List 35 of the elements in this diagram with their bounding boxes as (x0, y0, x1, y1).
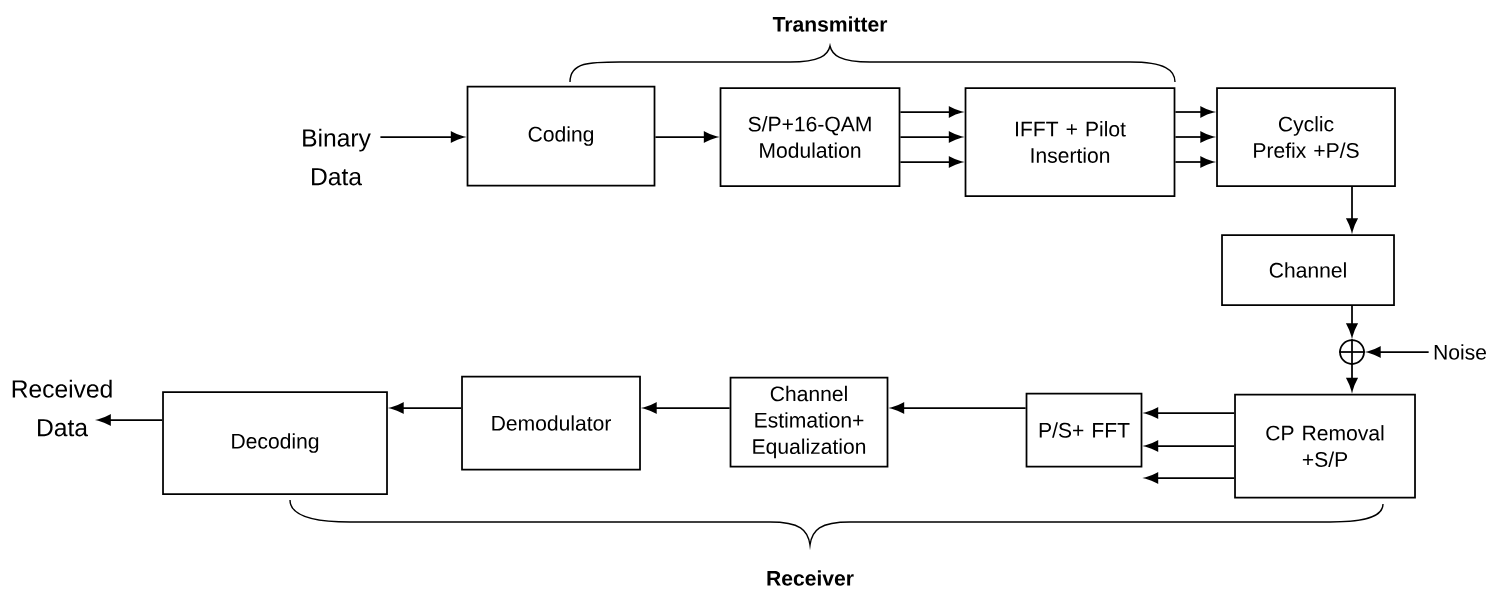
signal-label: Received Data (12, 379, 112, 437)
arrow (390, 402, 462, 414)
process-box: CP Removal +S/P (1234, 393, 1416, 499)
section-label: Receiver (767, 570, 854, 586)
process-box: P/S+ FFT (1025, 392, 1143, 468)
process-box: S/P+16-QAM Modulation (719, 87, 901, 187)
section-label: Transmitter (772, 16, 888, 32)
process-box: Demodulator (461, 375, 641, 471)
arrow (643, 402, 731, 414)
arrow (97, 414, 163, 426)
arrow (1145, 440, 1235, 452)
arrow (1174, 131, 1214, 143)
process-box: Coding (466, 85, 656, 187)
process-box: Channel (1221, 234, 1395, 306)
arrow (379, 131, 464, 143)
arrow (891, 402, 1027, 414)
process-box: Channel Estimation+ Equalization (729, 376, 889, 468)
arrow (1145, 407, 1235, 419)
signal-label: Noise (1434, 344, 1486, 360)
arrow (899, 156, 962, 168)
arrow (654, 131, 717, 143)
signal-label: Binary Data (303, 128, 371, 186)
arrow (1346, 305, 1358, 337)
arrow (1174, 106, 1214, 118)
arrow (1174, 156, 1214, 168)
adder-circle (1338, 338, 1366, 366)
arrow (1346, 186, 1358, 232)
process-box: Decoding (162, 391, 388, 495)
arrow (1346, 364, 1358, 391)
process-box: Cyclic Prefix +P/S (1216, 87, 1396, 187)
process-box: IFFT + Pilot Insertion (964, 87, 1176, 197)
arrow (899, 131, 962, 143)
arrow (1145, 472, 1235, 484)
arrow (1367, 346, 1430, 358)
arrow (899, 106, 962, 118)
